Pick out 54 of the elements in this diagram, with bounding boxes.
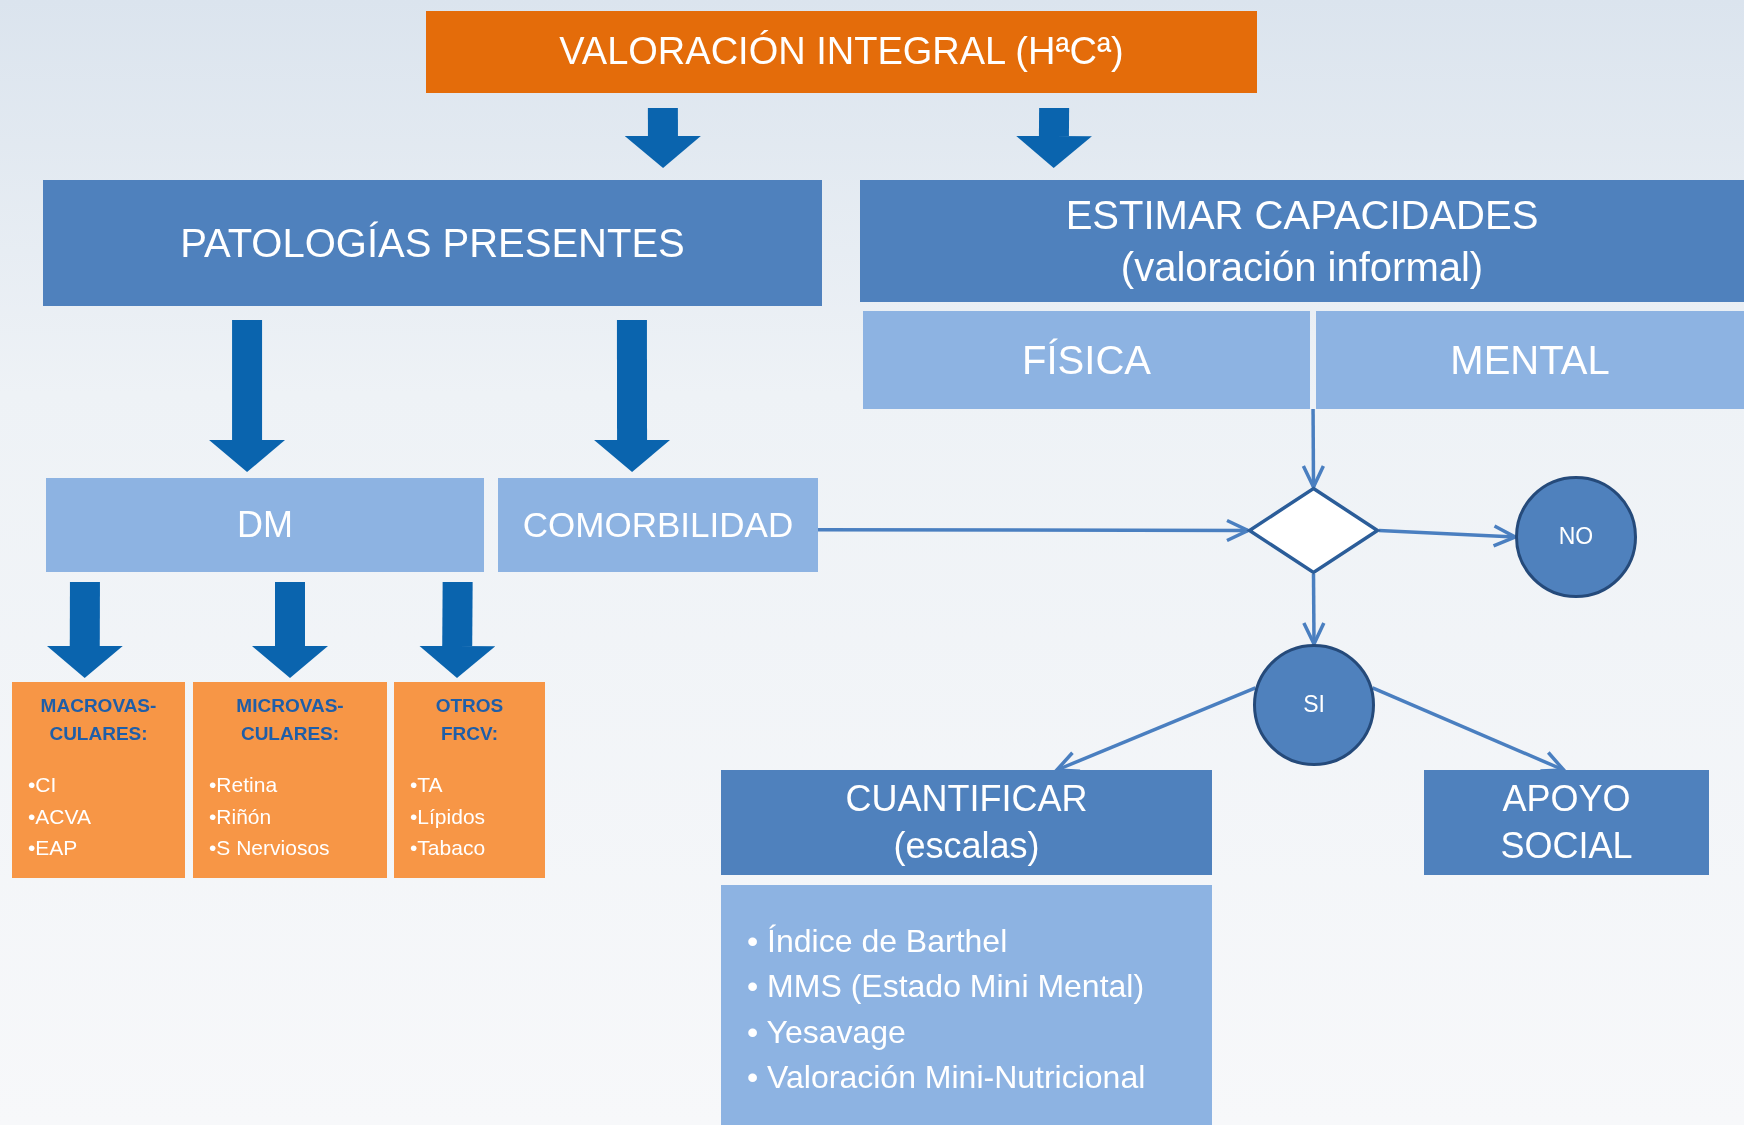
list-item: •Tabaco (410, 835, 487, 862)
list-item: • Índice de Barthel (747, 922, 1009, 961)
arrow (818, 518, 1250, 543)
arrow (1378, 524, 1517, 548)
title-box (426, 11, 1257, 93)
list-item: • Valoración Mini-Nutricional (747, 1058, 1146, 1098)
category-box (193, 682, 387, 878)
block-arrow (252, 582, 328, 678)
list-item: • MMS (Estado Mini Mental) (747, 967, 1146, 1007)
list-item: •EAP (28, 835, 79, 862)
category-box (863, 311, 1310, 409)
box-heading: OTROS FRCV: (434, 694, 505, 746)
arrow (1371, 686, 1566, 773)
block-arrow (594, 320, 671, 472)
category-box (498, 478, 818, 572)
block-arrow (1015, 107, 1092, 168)
box-label: MENTAL (1449, 337, 1611, 384)
scale-list-box (721, 885, 1212, 1125)
list-item: •Retina (209, 772, 279, 799)
circle-label: NO (1557, 522, 1595, 552)
process-box (860, 180, 1744, 302)
box-label: APOYO SOCIAL (1499, 776, 1634, 868)
box-label: FÍSICA (1021, 337, 1152, 384)
arrow (1301, 409, 1326, 489)
category-box (394, 682, 545, 878)
process-box (1424, 770, 1709, 875)
list-item: •Lípidos (410, 803, 487, 830)
box-label: CUANTIFICAR (escalas) (844, 776, 1089, 868)
list-item: • Yesavage (747, 1012, 907, 1052)
list-item: •Riñón (209, 803, 273, 830)
list-item: •CI (28, 772, 58, 799)
arrow (1055, 686, 1257, 773)
box-label: COMORBILIDAD (521, 504, 795, 547)
list-item: •TA (410, 772, 444, 799)
circle-label: SI (1302, 690, 1326, 720)
block-arrow (419, 581, 496, 678)
decision-diamond (1246, 486, 1381, 575)
arrow (1302, 574, 1326, 646)
box-heading: MACROVAS- CULARES: (39, 694, 158, 746)
block-arrow (209, 320, 286, 472)
category-box (12, 682, 185, 878)
category-box (1316, 311, 1744, 409)
process-box (43, 180, 822, 306)
box-label: PATOLOGÍAS PRESENTES (179, 220, 686, 267)
box-label: ESTIMAR CAPACIDADES (valoración informal) (1064, 192, 1540, 291)
list-item: •S Nerviosos (209, 835, 331, 862)
box-label: DM (236, 502, 294, 547)
box-heading: MICROVAS- CULARES: (235, 694, 345, 746)
category-box (46, 478, 484, 572)
block-arrow (624, 107, 701, 168)
block-arrow (46, 581, 123, 678)
title-text: VALORACIÓN INTEGRAL (HªCª) (558, 29, 1125, 75)
process-box (721, 770, 1212, 875)
list-item: •ACVA (28, 803, 92, 830)
